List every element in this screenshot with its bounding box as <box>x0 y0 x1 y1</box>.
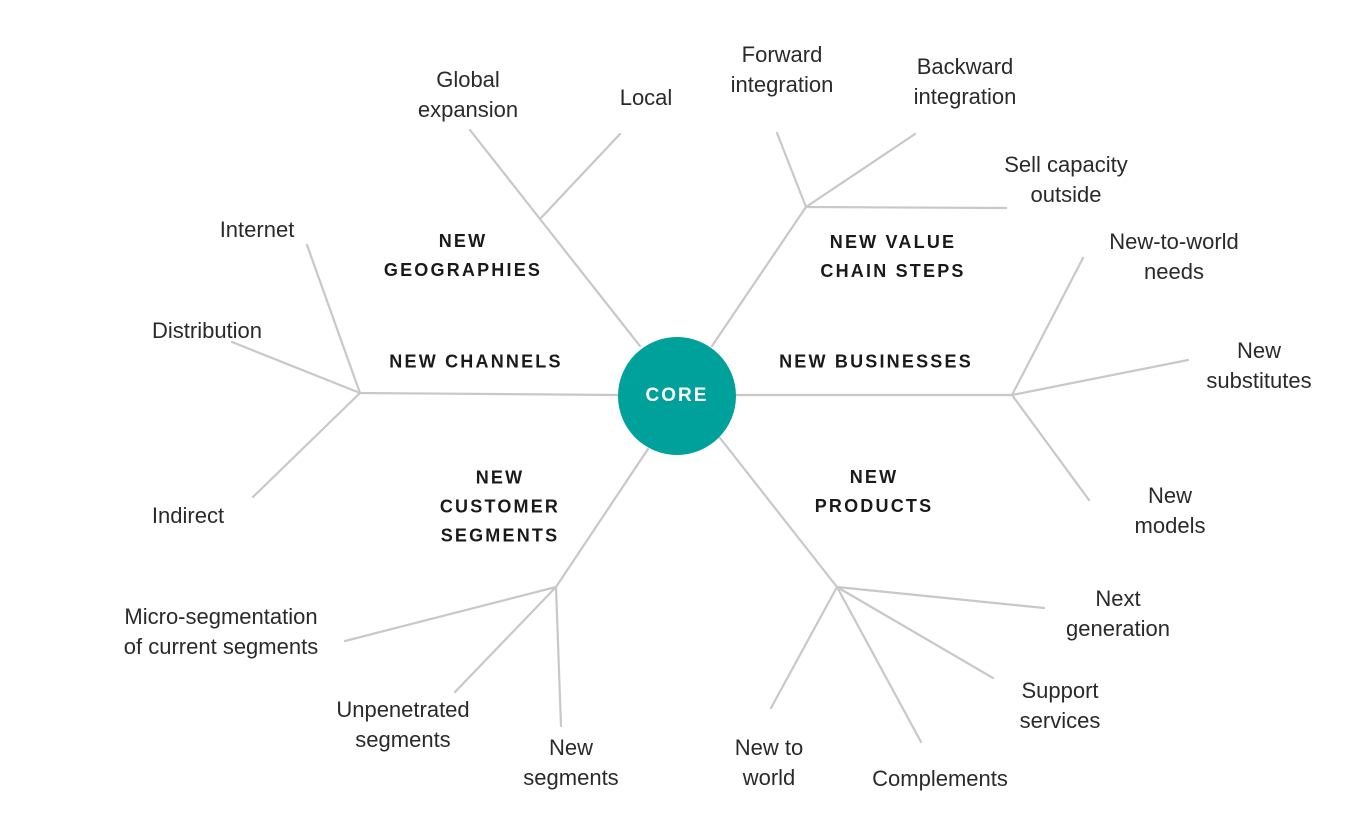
leaf-label: New <box>1147 483 1193 508</box>
leaf-label: models <box>1134 513 1206 538</box>
branch-local <box>538 132 622 221</box>
category-label: PRODUCTS <box>814 496 934 516</box>
leaf-label: Complements <box>872 766 1008 791</box>
category-new-businesses: NEW BUSINESSES <box>779 348 973 377</box>
leaf-label: Sell capacity <box>1004 152 1128 177</box>
core-label: CORE <box>645 385 709 406</box>
branch-indirect <box>251 391 362 499</box>
category-label: CHAIN STEPS <box>820 261 966 281</box>
leaf-micro-segmentation: Micro-segmentation of current segments <box>124 602 318 662</box>
leaf-indirect: Indirect <box>152 501 224 531</box>
branch-new-substitutes <box>1010 358 1190 397</box>
leaf-label: Support <box>1021 678 1099 703</box>
branch-backward-integration <box>804 132 917 209</box>
branch-global-expansion <box>468 128 542 221</box>
branch-sell-capacity <box>804 205 1008 210</box>
leaf-distribution: Distribution <box>152 316 262 346</box>
leaf-label: expansion <box>417 97 519 122</box>
leaf-label: Backward <box>916 54 1014 79</box>
leaf-label: New <box>1236 338 1282 363</box>
category-label: NEW <box>475 467 525 488</box>
leaf-new-segments: New segments <box>523 733 618 793</box>
branch-new-models <box>1010 393 1091 502</box>
category-new-customer-segments: NEW CUSTOMER SEGMENTS <box>440 464 560 551</box>
branch-support-services <box>835 585 995 680</box>
category-label: GEOGRAPHIES <box>383 260 543 280</box>
leaf-label: substitutes <box>1206 368 1312 393</box>
leaf-complements: Complements <box>872 764 1008 794</box>
leaf-label: Global <box>436 67 500 92</box>
leaf-next-generation: Next generation <box>1066 584 1170 644</box>
leaf-label: Micro-segmentation <box>124 604 318 629</box>
leaf-label: generation <box>1066 616 1170 641</box>
leaf-label: outside <box>1030 182 1102 207</box>
leaf-label: needs <box>1144 259 1204 284</box>
core-node: CORE <box>618 337 736 455</box>
branch-complements <box>835 585 923 744</box>
leaf-new-models: New models <box>1135 481 1206 541</box>
leaf-label: segments <box>355 727 451 752</box>
leaf-label: services <box>1019 708 1101 733</box>
leaf-label: segments <box>523 765 619 790</box>
leaf-forward-integration: Forward integration <box>731 40 834 100</box>
spoke-new-geographies <box>538 217 642 348</box>
spoke-new-products <box>718 436 839 589</box>
leaf-label: New to <box>734 735 804 760</box>
leaf-label: Unpenetrated <box>336 697 470 722</box>
spoke-new-value-chain-steps <box>710 205 808 348</box>
category-label: CUSTOMER <box>439 496 561 517</box>
branch-micro-segmentation <box>343 585 558 643</box>
leaf-label: of current segments <box>123 634 319 659</box>
branch-new-to-world <box>769 585 839 710</box>
leaf-internet: Internet <box>220 215 295 245</box>
spoke-new-customer-segments <box>554 447 650 589</box>
leaf-support-services: Support services <box>1020 676 1101 736</box>
leaf-label: New-to-world <box>1109 229 1239 254</box>
branch-distribution <box>230 340 362 395</box>
category-label: NEW BUSINESSES <box>779 351 973 372</box>
category-label: NEW VALUE <box>829 232 957 252</box>
leaf-backward-integration: Backward integration <box>914 52 1017 112</box>
category-label: SEGMENTS <box>440 525 560 546</box>
branch-new-to-world-needs <box>1010 256 1085 397</box>
leaf-label: Distribution <box>151 318 263 343</box>
leaf-label: Forward <box>741 42 823 67</box>
branch-new-segments <box>554 585 563 728</box>
leaf-label: Local <box>619 85 673 110</box>
category-new-channels: NEW CHANNELS <box>389 348 562 377</box>
leaf-new-to-world-needs: New-to-world needs <box>1109 227 1239 287</box>
branch-internet <box>305 243 362 395</box>
leaf-label: integration <box>730 72 834 97</box>
category-new-value-chain-steps: NEW VALUE CHAIN STEPS <box>820 228 965 286</box>
branch-unpenetrated-segments <box>453 585 558 694</box>
leaf-unpenetrated-segments: Unpenetrated segments <box>336 695 469 755</box>
category-label: NEW <box>438 231 488 251</box>
spoke-new-channels <box>358 391 620 397</box>
leaf-label: Indirect <box>151 503 225 528</box>
leaf-label: Internet <box>219 217 295 242</box>
leaf-label: integration <box>913 84 1017 109</box>
category-label: NEW <box>849 467 899 487</box>
branch-next-generation <box>835 585 1046 610</box>
leaf-new-to-world: New to world <box>735 733 803 793</box>
category-label: NEW CHANNELS <box>389 351 563 372</box>
category-new-products: NEW PRODUCTS <box>815 463 934 521</box>
leaf-sell-capacity-outside: Sell capacity outside <box>1004 150 1128 210</box>
leaf-new-substitutes: New substitutes <box>1206 336 1311 396</box>
leaf-label: world <box>742 765 796 790</box>
leaf-local: Local <box>620 83 673 113</box>
category-new-geographies: NEW GEOGRAPHIES <box>384 227 542 285</box>
branch-forward-integration <box>775 131 808 209</box>
leaf-label: Next <box>1095 586 1141 611</box>
leaf-global-expansion: Global expansion <box>418 65 518 125</box>
leaf-label: New <box>548 735 594 760</box>
